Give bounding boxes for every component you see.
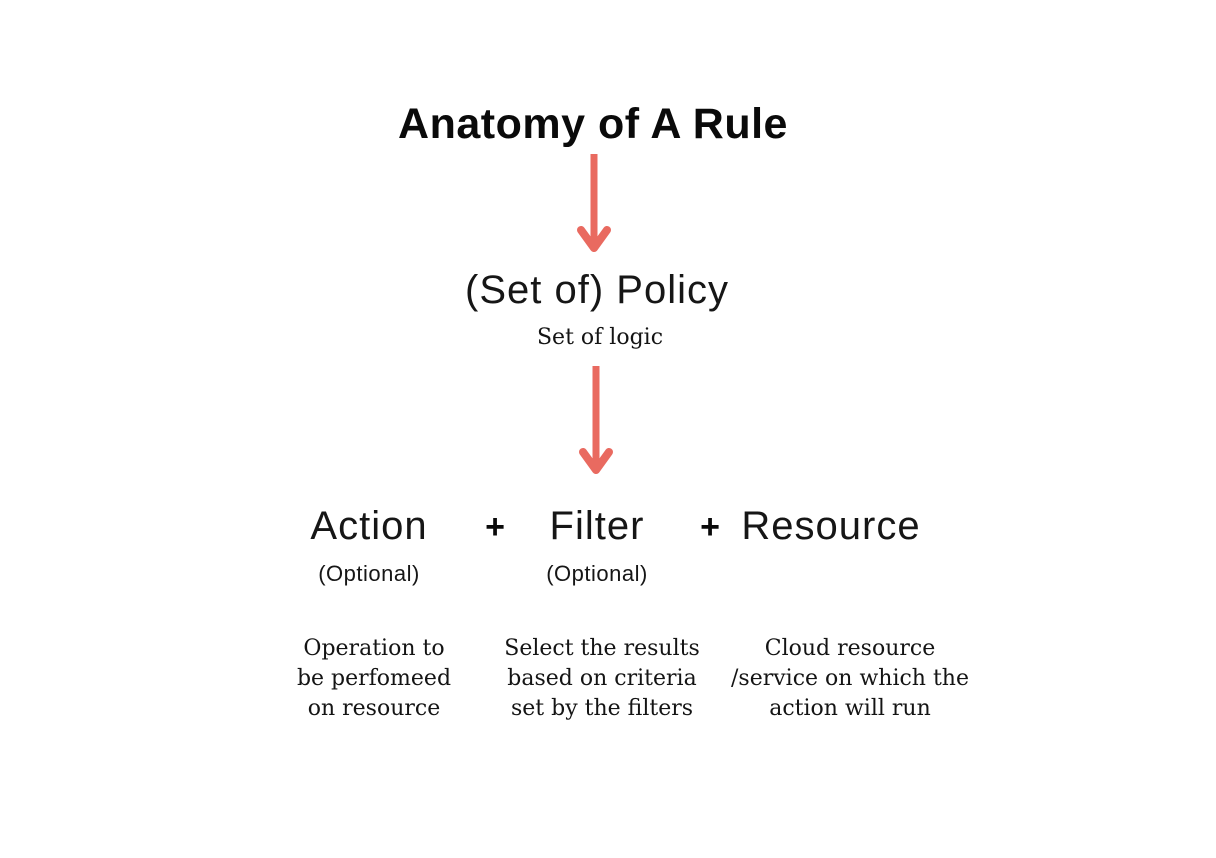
arrow-head [579,448,613,474]
arrow-head [577,226,611,252]
diagram-title: Anatomy of A Rule [398,100,788,148]
plus-separator: + [700,508,720,546]
component-label-filter: Filter [549,504,645,548]
component-label-action: Action [310,504,428,548]
optional-label-action: (Optional) [318,561,420,586]
down-arrow-icon [579,366,613,474]
component-description-action: Operation to be perfomeed on resource [296,636,452,721]
policy-label: (Set of) Policy [465,268,729,312]
down-arrow-icon [577,154,611,252]
component-description-filter: Select the results based on criteria set… [504,636,700,721]
policy-sublabel: Set of logic [536,325,664,350]
plus-separator: + [485,508,505,546]
optional-label-filter: (Optional) [546,561,648,586]
component-label-resource: Resource [741,504,921,548]
component-description-resource: Cloud resource /service on which the act… [731,636,969,721]
